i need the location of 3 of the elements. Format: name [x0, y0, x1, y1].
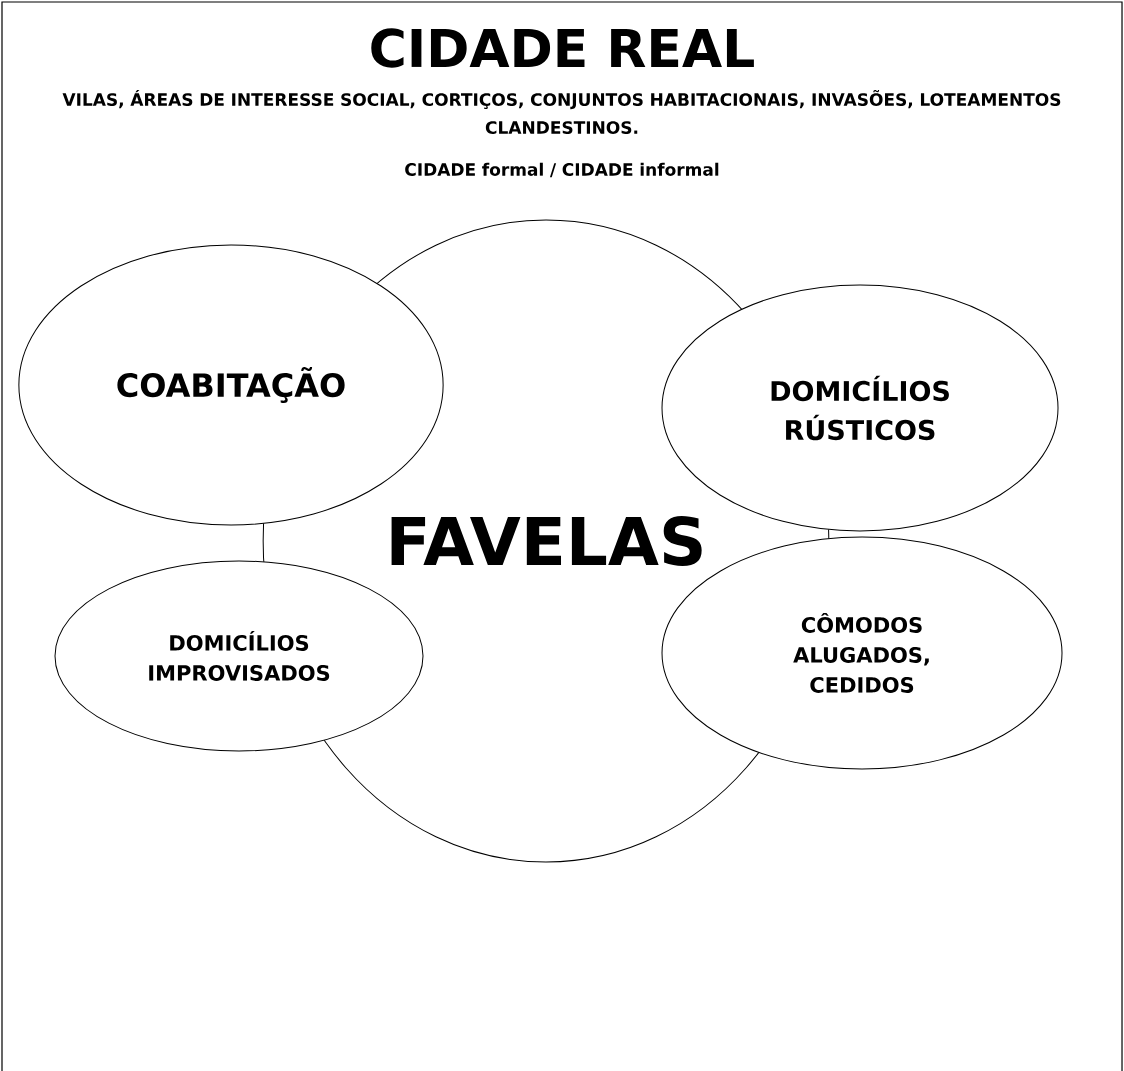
subtitle: CIDADE formal / CIDADE informal — [405, 162, 719, 178]
title: CIDADE REAL — [371, 28, 754, 68]
subtitle: VILAS, ÁREAS DE INTERESSE SOCIAL, CORTIÇOS, CONJUNTOS HABITACIONAIS, INVASÕES, LOTEAMENTOS CLANDESTINOS. — [62, 90, 1061, 134]
